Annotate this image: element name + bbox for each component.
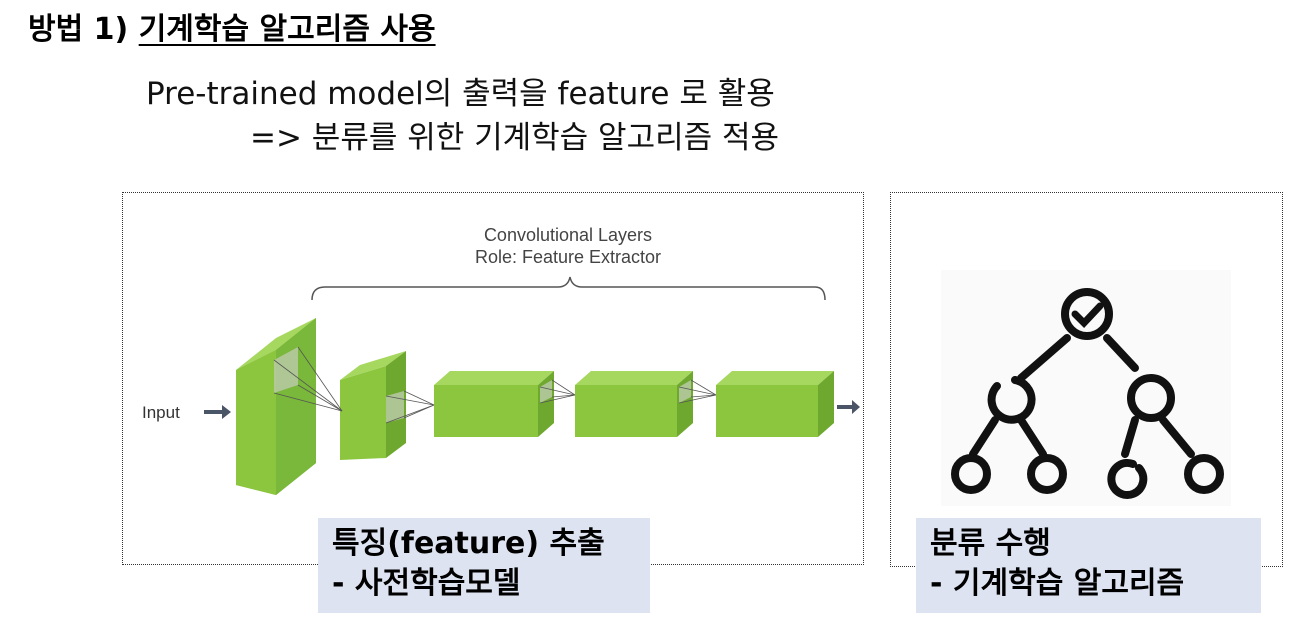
- output-arrow-icon: [837, 400, 860, 414]
- feature-extraction-label: 특징(feature) 추출 - 사전학습모델: [318, 518, 650, 613]
- cnn-heading-line1: Convolutional Layers: [484, 225, 652, 245]
- body-line-1: Pre-trained model의 출력을 feature 로 활용: [146, 76, 775, 112]
- classification-label-line1: 분류 수행: [930, 526, 1051, 561]
- slide-title: 방법 1) 기계학습 알고리즘 사용: [28, 4, 436, 48]
- input-arrow-icon: [204, 405, 231, 419]
- receptive-field-lines: [273, 346, 717, 424]
- conv-layer-5: [716, 371, 834, 437]
- conv-layer-4: [575, 371, 693, 437]
- input-label: Input: [142, 403, 180, 422]
- leaf-node-3: [1107, 458, 1148, 499]
- layers-bracket: [311, 276, 826, 301]
- left-node: [987, 376, 1036, 424]
- right-node: [1127, 374, 1175, 422]
- leaf-node-2: [1027, 454, 1067, 494]
- cnn-heading-line2: Role: Feature Extractor: [475, 247, 661, 267]
- body-line-2: => 분류를 위한 기계학습 알고리즘 적용: [250, 120, 780, 156]
- leaf-node-1: [951, 454, 991, 494]
- checkmark-icon: [1071, 302, 1104, 329]
- cnn-diagram: Convolutional Layers Role: Feature Extra…: [142, 225, 860, 495]
- decision-tree-icon: [951, 288, 1224, 499]
- conv-layer-2: [340, 351, 406, 460]
- feature-label-line1: 특징(feature) 추출: [332, 526, 605, 561]
- conv-layer-1: [236, 318, 316, 495]
- feature-label-line2: - 사전학습모델: [332, 566, 521, 601]
- root-node: [1061, 288, 1113, 340]
- title-prefix: 방법 1): [28, 12, 139, 47]
- classification-label-line2: - 기계학습 알고리즘: [930, 566, 1185, 601]
- classification-label: 분류 수행 - 기계학습 알고리즘: [916, 518, 1261, 613]
- leaf-node-4: [1184, 454, 1224, 494]
- title-underlined: 기계학습 알고리즘 사용: [138, 12, 436, 47]
- conv-layer-3: [434, 371, 554, 437]
